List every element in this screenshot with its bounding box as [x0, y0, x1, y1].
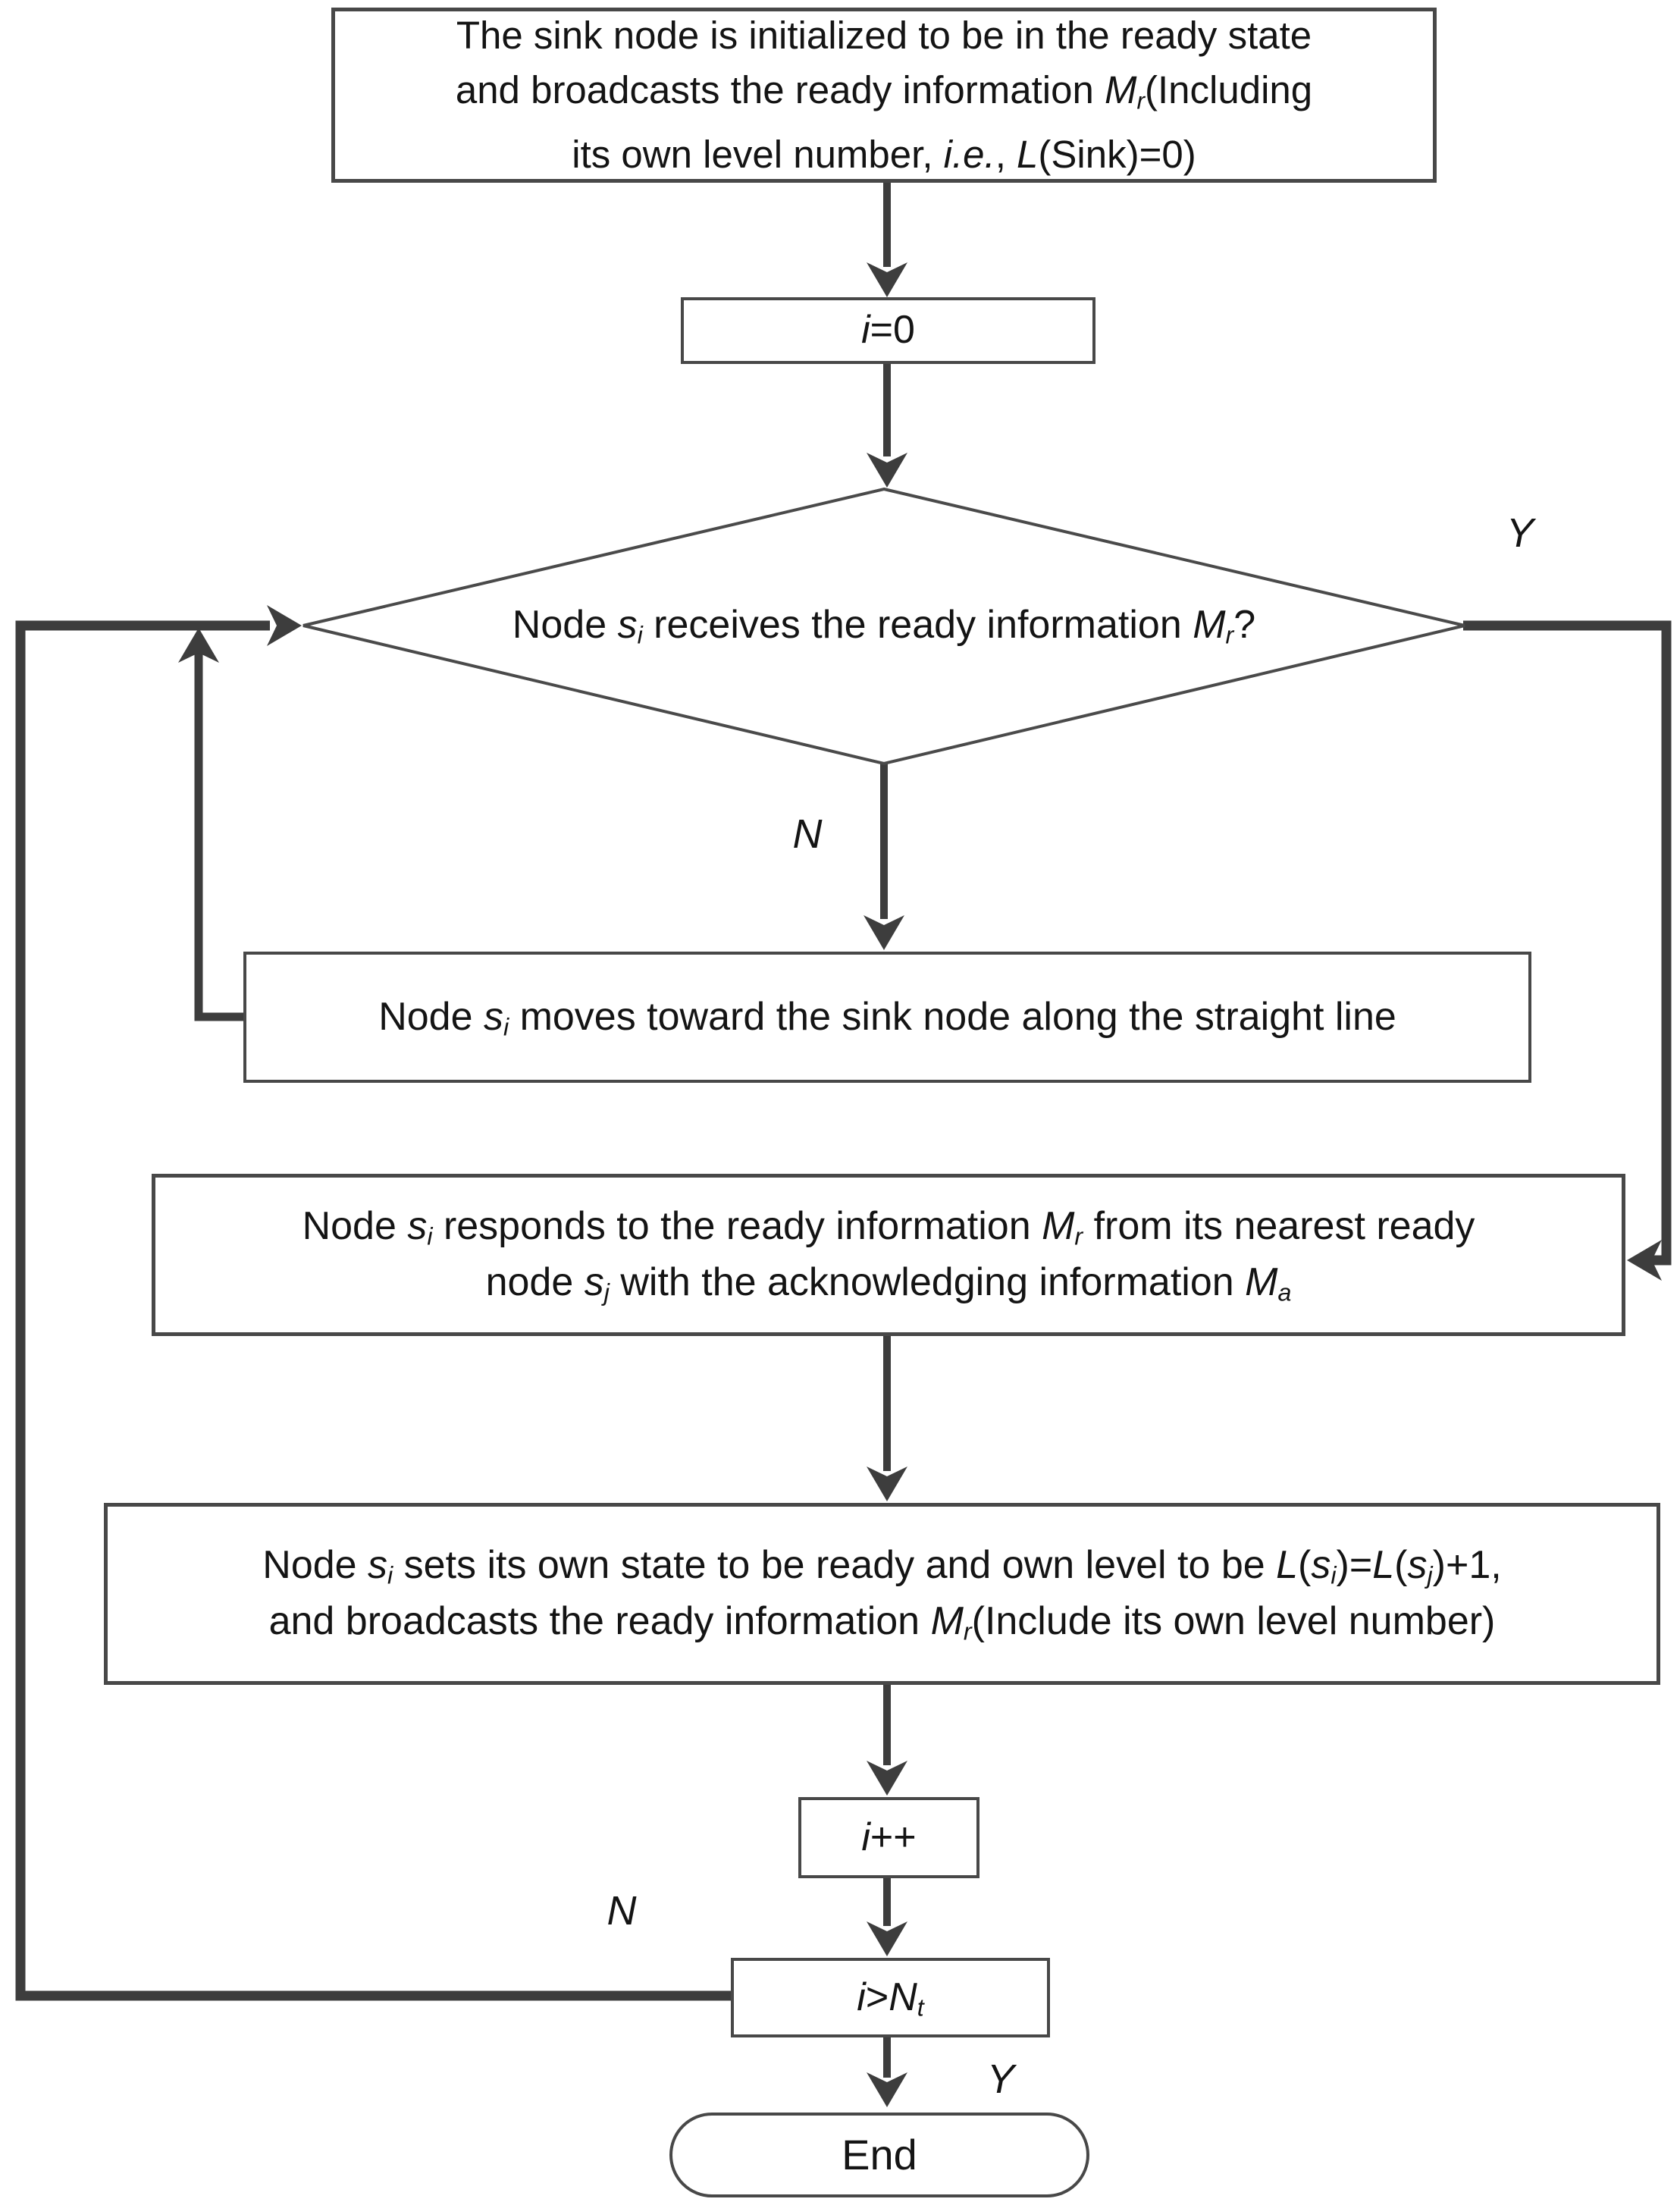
flow-node-increment: i++ — [798, 1797, 979, 1878]
edge-label-decision-no: N — [792, 811, 823, 857]
edge-condition-to-decision — [15, 620, 732, 2001]
edge-moves-to-decision — [194, 646, 246, 1021]
arrowhead-condition-to-decision — [267, 605, 302, 646]
arrowhead-decision-to-moves — [864, 915, 904, 950]
edge-label-decision-yes: Y — [1506, 510, 1534, 556]
arrowhead-responds-to-sets — [867, 1466, 907, 1501]
flow-node-init: i=0 — [681, 297, 1095, 364]
flow-node-moves: Node si moves toward the sink node along… — [243, 952, 1531, 1083]
arrowhead-increment-to-condition — [867, 1921, 907, 1956]
flow-node-decision-label: Node si receives the ready information M… — [512, 602, 1256, 649]
flow-node-responds: Node si responds to the ready informatio… — [152, 1174, 1625, 1336]
arrowhead-init-to-decision — [867, 453, 907, 488]
arrowhead-sets-to-increment — [867, 1761, 907, 1796]
edge-label-condition-yes: Y — [986, 2056, 1015, 2102]
arrowhead-condition-to-end — [867, 2072, 907, 2107]
edge-label-condition-no: N — [606, 1888, 637, 1934]
arrowhead-decision-to-responds — [1627, 1240, 1662, 1281]
flow-node-sets: Node si sets its own state to be ready a… — [104, 1503, 1660, 1685]
flow-node-start: The sink node is initialized to be in th… — [331, 8, 1437, 183]
flow-node-end: End — [669, 2113, 1089, 2197]
decision-diamond-shape — [302, 487, 1465, 766]
flow-node-condition: i>Nt — [731, 1958, 1050, 2037]
arrowhead-moves-to-decision — [178, 628, 219, 663]
arrowhead-start-to-init — [867, 262, 907, 297]
edge-decision-to-responds — [1463, 620, 1672, 1266]
